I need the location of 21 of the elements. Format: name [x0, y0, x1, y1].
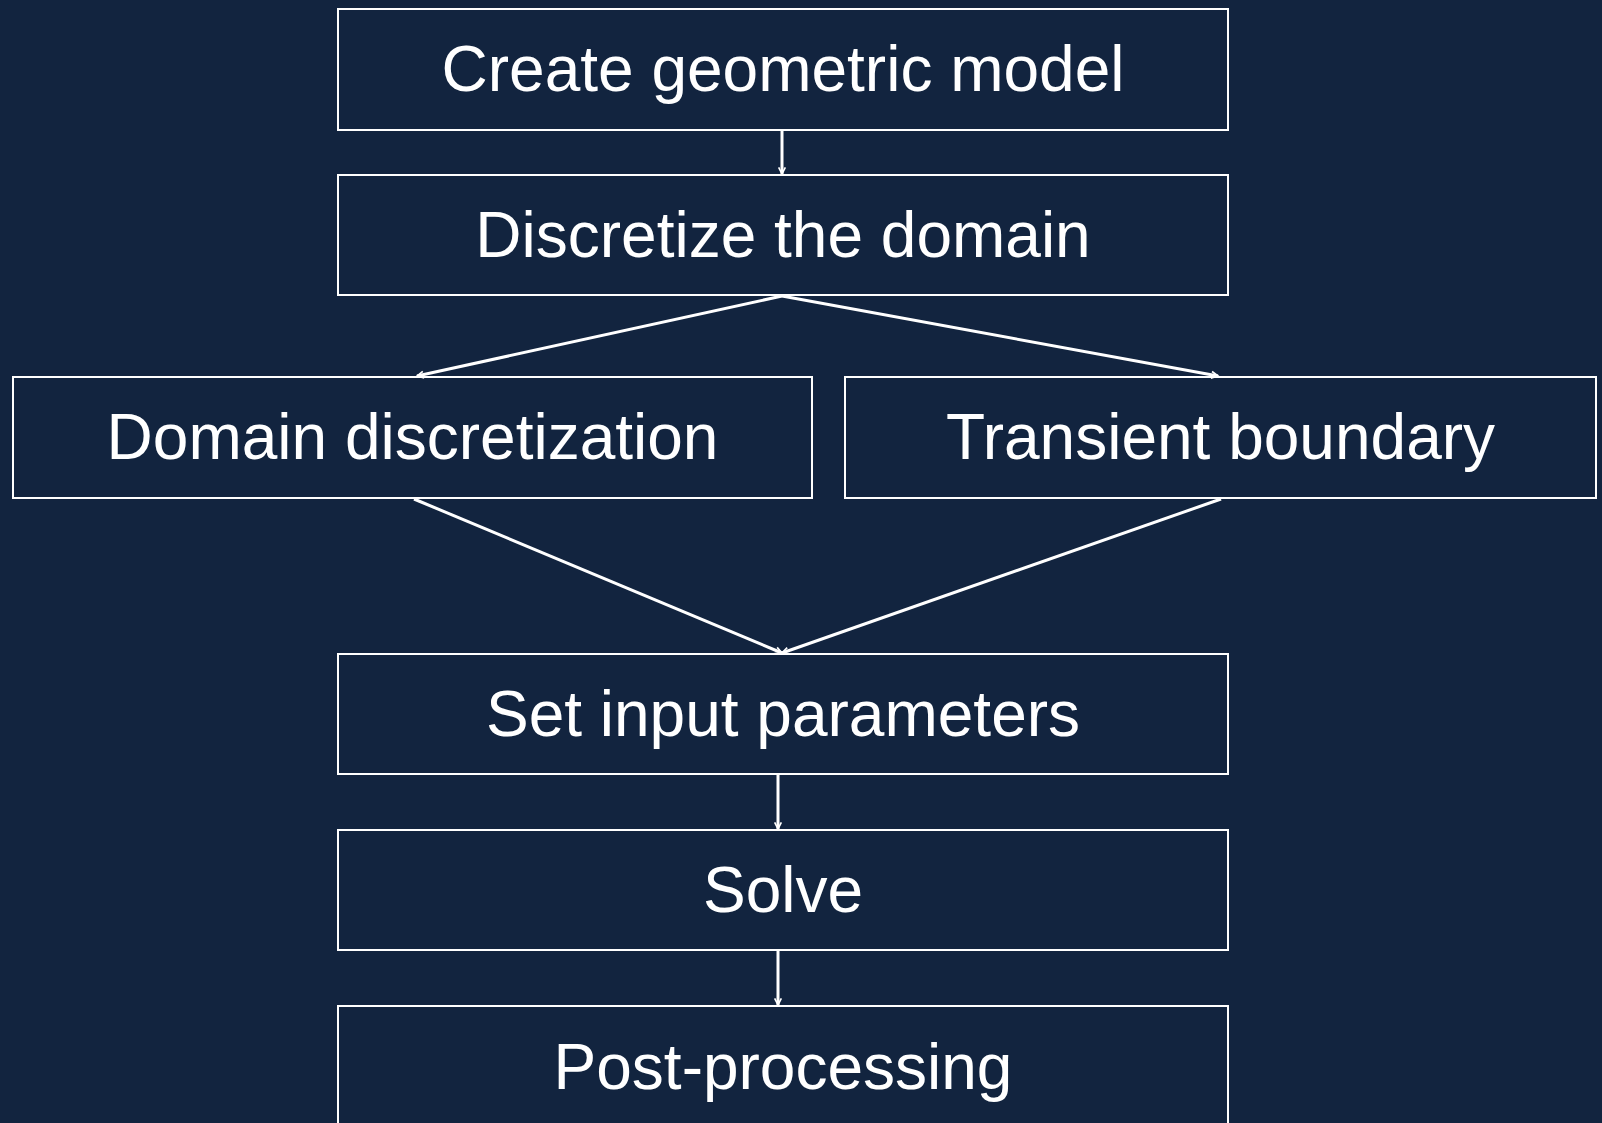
process-box: [337, 829, 1229, 951]
step-label: Create geometric model: [441, 34, 1125, 105]
arrow: [773, 775, 783, 830]
arrow: [781, 497, 1222, 655]
process-box: [337, 653, 1229, 775]
arrow: [777, 131, 787, 175]
process-box: [844, 376, 1597, 499]
arrow: [416, 294, 783, 379]
process-box: [337, 174, 1229, 296]
step-label: Set input parameters: [485, 678, 1081, 750]
arrow: [773, 951, 783, 1006]
process-box: [337, 1005, 1229, 1123]
step-label: Solve: [702, 854, 864, 926]
process-box: [12, 376, 813, 499]
arrow: [781, 294, 1219, 379]
arrow: [413, 497, 783, 655]
step-label: Domain discretization: [106, 402, 719, 473]
step-label: Discretize the domain: [475, 199, 1091, 271]
process-box: [337, 8, 1229, 131]
step-label: Post-processing: [553, 1031, 1013, 1103]
step-label: Transient boundary: [945, 402, 1496, 473]
